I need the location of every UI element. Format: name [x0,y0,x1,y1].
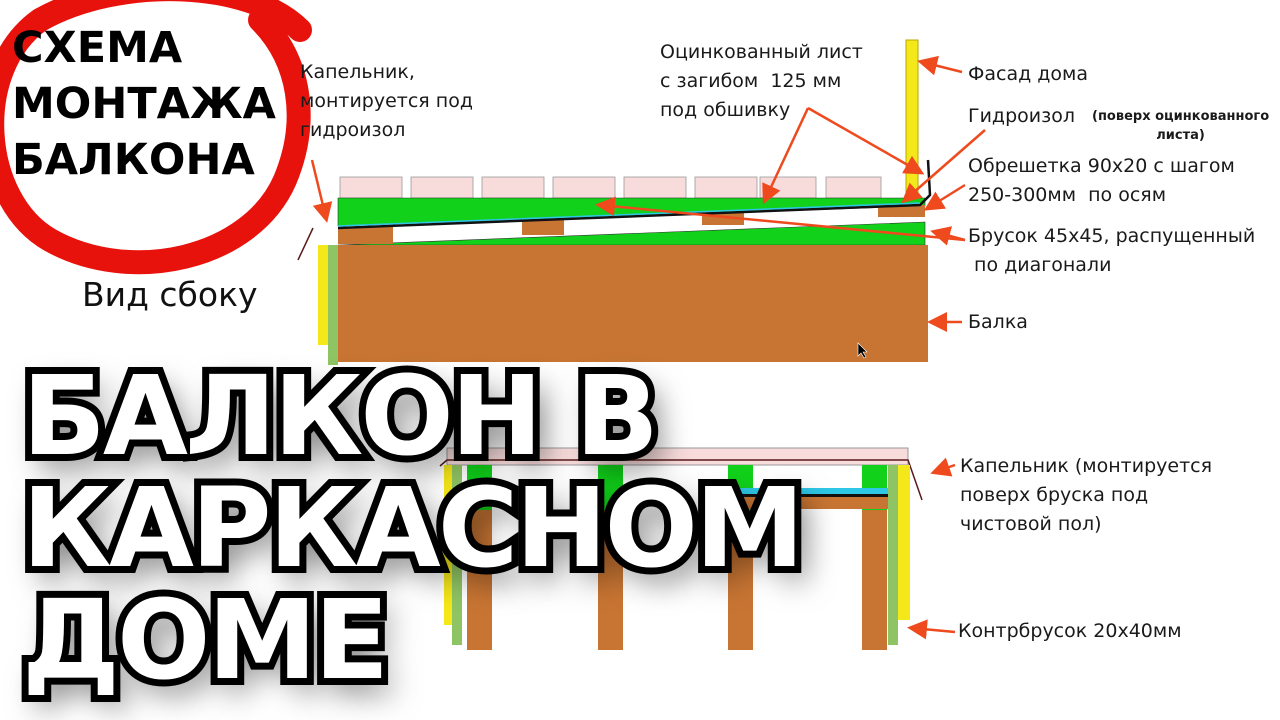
label-galvanized-sheet: Оцинкованный лист с загибом 125 мм под о… [660,41,863,121]
battens [338,205,925,244]
label-drip-edge-top: Капельник, монтируется под гидроизол [300,61,473,141]
scheme-title: СХЕМА МОНТАЖА БАЛКОНА [12,20,276,188]
title-line: БАЛКОНА [12,135,255,185]
headline-line: БАЛКОН В [15,352,666,480]
front-view-diagram [439,447,923,650]
side-view-label: Вид сбоку [82,275,258,314]
label-lathing: Обрешетка 90х20 с шагом 250-300мм по ося… [968,155,1235,206]
label-bar: Брусок 45х45, распущенный по диагонали [968,225,1256,276]
label-beam: Балка [968,311,1028,333]
headline: БАЛКОН В КАРКАСНОМ ДОМЕ [15,352,811,704]
headline-line: ДОМЕ [15,576,396,704]
label-waterproofing: Гидроизол [968,102,1075,131]
label-facade: Фасад дома [968,63,1089,85]
label-drip-edge-bottom: Капельник (монтируется поверх бруска под… [960,455,1213,535]
waterproofing-text: Гидроизол [968,105,1075,127]
facade-strip [905,39,919,203]
headline-line: КАРКАСНОМ [15,464,811,592]
beam [338,245,928,362]
label-waterproofing-note: (поверх оцинкованного листа) [1092,109,1270,143]
callout-arrows [310,55,986,640]
title-line: СХЕМА [12,23,183,73]
floor-tiles [339,176,882,199]
red-circle-mark [0,0,312,275]
cursor-icon [857,342,868,359]
label-counter-batten: Контрбрусок 20х40мм [958,620,1182,642]
title-line: МОНТАЖА [12,79,276,129]
